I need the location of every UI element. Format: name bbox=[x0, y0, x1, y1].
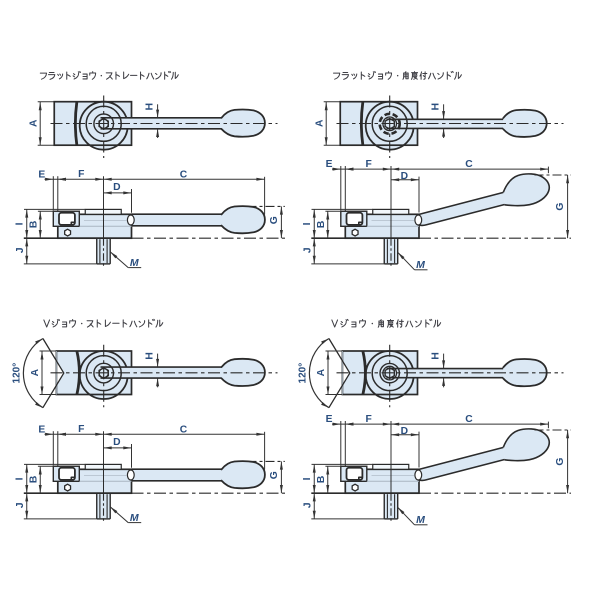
svg-text:E: E bbox=[38, 424, 45, 435]
svg-text:120°: 120° bbox=[298, 363, 309, 384]
svg-text:I: I bbox=[15, 222, 26, 225]
svg-text:E: E bbox=[326, 414, 333, 425]
svg-text:120°: 120° bbox=[12, 363, 23, 384]
svg-text:C: C bbox=[180, 169, 188, 180]
svg-text:H: H bbox=[144, 352, 155, 359]
svg-text:J: J bbox=[15, 247, 26, 253]
svg-text:G: G bbox=[555, 458, 566, 466]
svg-text:G: G bbox=[269, 471, 280, 479]
svg-text:B: B bbox=[28, 221, 39, 228]
svg-text:B: B bbox=[316, 221, 327, 228]
svg-text:A: A bbox=[30, 368, 41, 376]
svg-text:F: F bbox=[365, 414, 371, 425]
svg-text:C: C bbox=[180, 424, 188, 435]
svg-text:A: A bbox=[316, 368, 327, 376]
svg-text:M: M bbox=[130, 512, 139, 524]
svg-text:M: M bbox=[416, 514, 425, 526]
svg-text:I: I bbox=[302, 477, 313, 480]
svg-text:H: H bbox=[430, 352, 441, 359]
svg-text:H: H bbox=[430, 103, 441, 110]
svg-text:E: E bbox=[326, 159, 333, 170]
svg-text:E: E bbox=[38, 169, 45, 180]
svg-text:M: M bbox=[130, 257, 139, 269]
svg-text:A: A bbox=[28, 119, 39, 127]
svg-text:A: A bbox=[314, 119, 325, 127]
svg-text:C: C bbox=[465, 414, 473, 425]
svg-text:C: C bbox=[465, 159, 473, 170]
svg-text:J: J bbox=[15, 502, 26, 508]
svg-text:D: D bbox=[401, 426, 408, 437]
svg-text:D: D bbox=[113, 182, 120, 193]
svg-text:B: B bbox=[316, 476, 327, 483]
svg-text:J: J bbox=[302, 502, 313, 508]
svg-text:D: D bbox=[113, 437, 120, 448]
svg-text:F: F bbox=[78, 169, 84, 180]
svg-text:I: I bbox=[302, 222, 313, 225]
svg-text:I: I bbox=[15, 477, 26, 480]
svg-text:B: B bbox=[28, 476, 39, 483]
svg-text:J: J bbox=[302, 247, 313, 253]
svg-text:F: F bbox=[365, 159, 371, 170]
svg-text:G: G bbox=[269, 216, 280, 224]
svg-text:H: H bbox=[144, 103, 155, 110]
svg-text:G: G bbox=[555, 203, 566, 211]
svg-text:D: D bbox=[401, 171, 408, 182]
svg-text:M: M bbox=[416, 259, 425, 271]
svg-text:F: F bbox=[78, 424, 84, 435]
